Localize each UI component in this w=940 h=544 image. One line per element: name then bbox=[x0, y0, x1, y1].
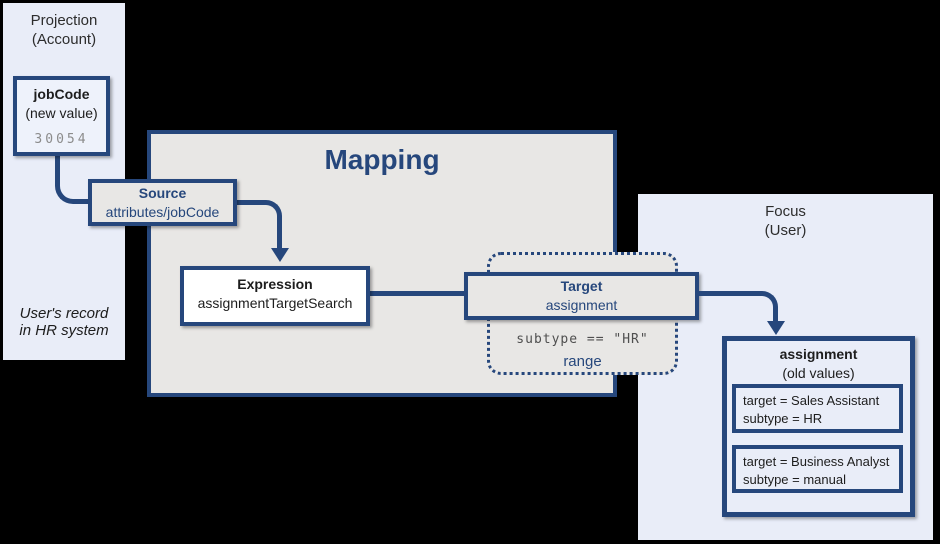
assignment-sub: (old values) bbox=[782, 365, 855, 381]
target-condition: subtype == "HR" bbox=[516, 332, 649, 347]
target-box: Target assignment bbox=[464, 272, 699, 320]
target-value: assignment bbox=[545, 297, 618, 313]
old-value-2-line1: target = Business Analyst bbox=[743, 454, 890, 469]
source-to-expression-connector bbox=[237, 200, 282, 248]
old-value-1-line1: target = Sales Assistant bbox=[743, 393, 880, 408]
focus-title-line1: Focus bbox=[765, 203, 806, 220]
old-value-box-2: target = Business Analyst subtype = manu… bbox=[732, 445, 903, 493]
jobcode-value: 30054 bbox=[34, 132, 89, 147]
target-to-assignment-connector bbox=[699, 291, 778, 323]
projection-title-line1: Projection bbox=[30, 12, 98, 29]
expression-box: Expression assignmentTargetSearch bbox=[180, 266, 370, 326]
jobcode-to-source-connector bbox=[55, 154, 89, 204]
target-label: Target bbox=[560, 278, 603, 294]
hr-system-note: User's record in HR system bbox=[19, 305, 109, 339]
mapping-title: Mapping bbox=[324, 144, 440, 175]
projection-title-line2: (Account) bbox=[31, 31, 97, 48]
expression-to-target-connector bbox=[370, 291, 466, 296]
projection-panel-title: Projection (Account) bbox=[3, 3, 125, 49]
old-value-2-line2: subtype = manual bbox=[743, 472, 846, 487]
range-label: range bbox=[563, 353, 602, 370]
expression-label: Expression bbox=[237, 276, 313, 292]
jobcode-sub: (new value) bbox=[25, 105, 98, 121]
expression-value: assignmentTargetSearch bbox=[197, 295, 353, 311]
source-to-expression-arrowhead bbox=[271, 248, 289, 262]
focus-title-line2: (User) bbox=[764, 222, 807, 239]
source-box: Source attributes/jobCode bbox=[88, 179, 237, 226]
source-value: attributes/jobCode bbox=[105, 204, 220, 220]
old-value-box-1: target = Sales Assistant subtype = HR bbox=[732, 384, 903, 433]
old-value-1-line2: subtype = HR bbox=[743, 411, 823, 426]
assignment-name: assignment bbox=[779, 346, 858, 362]
jobcode-name: jobCode bbox=[33, 86, 90, 102]
focus-panel-title: Focus (User) bbox=[638, 194, 933, 240]
jobcode-box: jobCode (new value) 30054 bbox=[13, 76, 110, 156]
source-label: Source bbox=[138, 185, 187, 201]
target-to-assignment-arrowhead bbox=[767, 321, 785, 335]
